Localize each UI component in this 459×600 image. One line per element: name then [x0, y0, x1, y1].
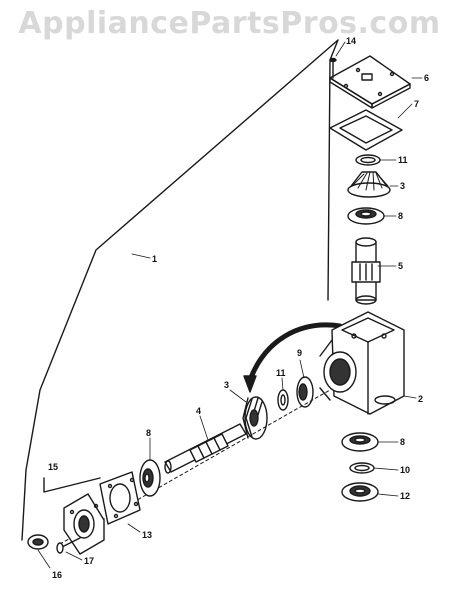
part-flange-plate — [99, 471, 141, 525]
part-seal-left — [27, 534, 49, 550]
part-bevel-gear-top — [347, 171, 391, 198]
callout-8-lower: 8 — [400, 437, 405, 447]
callout-10: 10 — [400, 465, 410, 475]
callout-3-top: 3 — [400, 181, 405, 191]
callout-12: 12 — [400, 491, 410, 501]
leader-lines — [37, 41, 423, 569]
part-screw — [329, 57, 337, 79]
part-retaining-ring-side — [277, 389, 289, 411]
callout-14: 14 — [346, 36, 356, 46]
callout-16: 16 — [52, 570, 62, 580]
part-retaining-ring-top — [355, 154, 381, 166]
part-bearing-lower — [341, 432, 379, 452]
part-bearing-top — [347, 207, 385, 225]
part-seal-lower — [341, 482, 379, 502]
callout-5: 5 — [398, 261, 403, 271]
part-flange-housing — [63, 493, 105, 555]
callout-8-top: 8 — [398, 211, 403, 221]
part-gearbox-housing — [319, 311, 405, 415]
callout-11-top: 11 — [398, 155, 408, 165]
callout-2: 2 — [418, 394, 423, 404]
part-bearing-side — [296, 376, 314, 408]
part-bevel-gear-side — [242, 396, 268, 440]
part-washer — [349, 462, 375, 474]
callout-17: 17 — [84, 556, 94, 566]
callout-3-side: 3 — [224, 380, 229, 390]
callout-8-left: 8 — [146, 428, 151, 438]
callout-1: 1 — [152, 254, 157, 264]
part-bolt — [56, 537, 81, 554]
callout-11-side: 11 — [276, 368, 286, 378]
callout-7: 7 — [414, 99, 419, 109]
assembly-arrow — [247, 322, 343, 383]
callout-6: 6 — [424, 73, 429, 83]
callout-4: 4 — [196, 406, 201, 416]
assembly-axis-dashed — [59, 389, 331, 545]
watermark-text: AppliancePartsPros.com — [18, 6, 441, 41]
part-bearing-left — [139, 459, 161, 497]
part-vertical-shaft — [351, 237, 381, 305]
callout-15: 15 — [48, 462, 58, 472]
part-cover-plate — [329, 55, 411, 109]
callout-13: 13 — [142, 530, 152, 540]
part-gasket — [329, 109, 403, 151]
part-horizontal-shaft — [164, 423, 247, 474]
group-bracket-15 — [43, 477, 101, 493]
callout-9: 9 — [297, 348, 302, 358]
